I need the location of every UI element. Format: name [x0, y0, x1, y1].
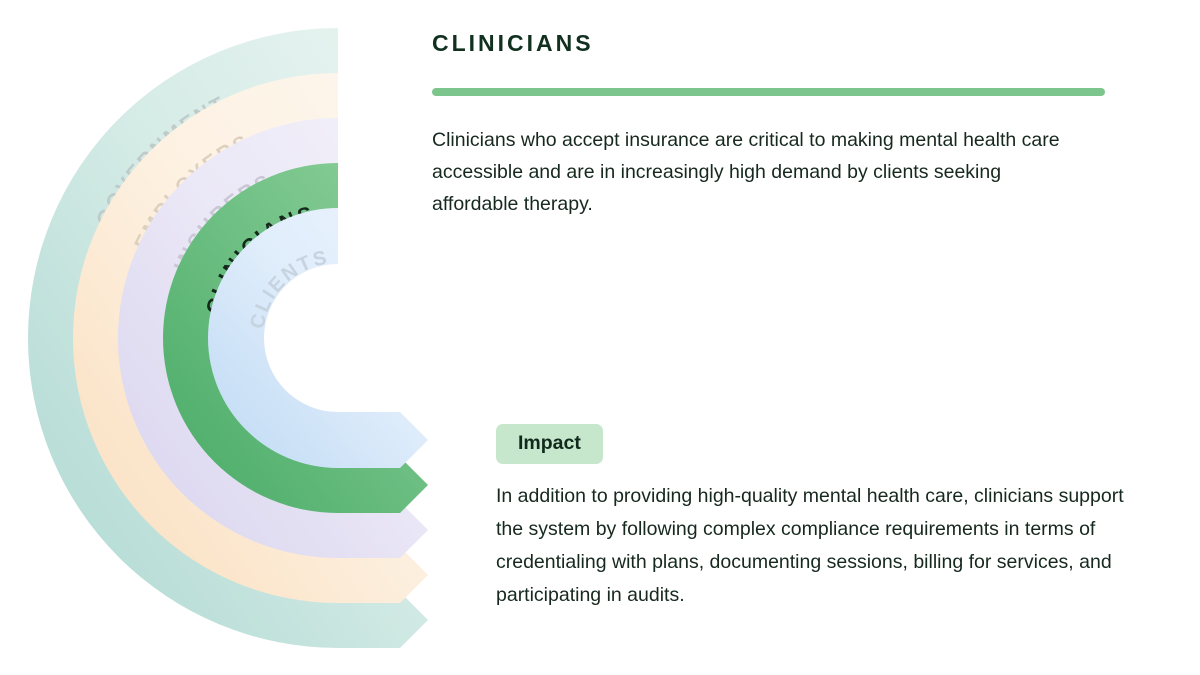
title-divider: [432, 88, 1105, 96]
arc-band-clients-shape: [208, 208, 428, 468]
impact-paragraph: In addition to providing high-quality me…: [496, 485, 1124, 606]
content-column: CLINICIANS Clinicians who accept insuran…: [432, 0, 1152, 675]
intro-paragraph: Clinicians who accept insurance are crit…: [432, 129, 1060, 215]
stakeholder-arc-diagram: GOVERNMENT EMPLOYERS INSURERS: [0, 0, 500, 675]
arc-band-insurers-shape: [118, 118, 428, 558]
arc-band-employers-shape: [73, 73, 428, 603]
page-title: CLINICIANS: [432, 30, 594, 56]
arc-diagram-svg: GOVERNMENT EMPLOYERS INSURERS: [28, 28, 428, 648]
impact-badge: Impact: [496, 424, 603, 464]
arc-band-clinicians-shape: [163, 163, 428, 513]
